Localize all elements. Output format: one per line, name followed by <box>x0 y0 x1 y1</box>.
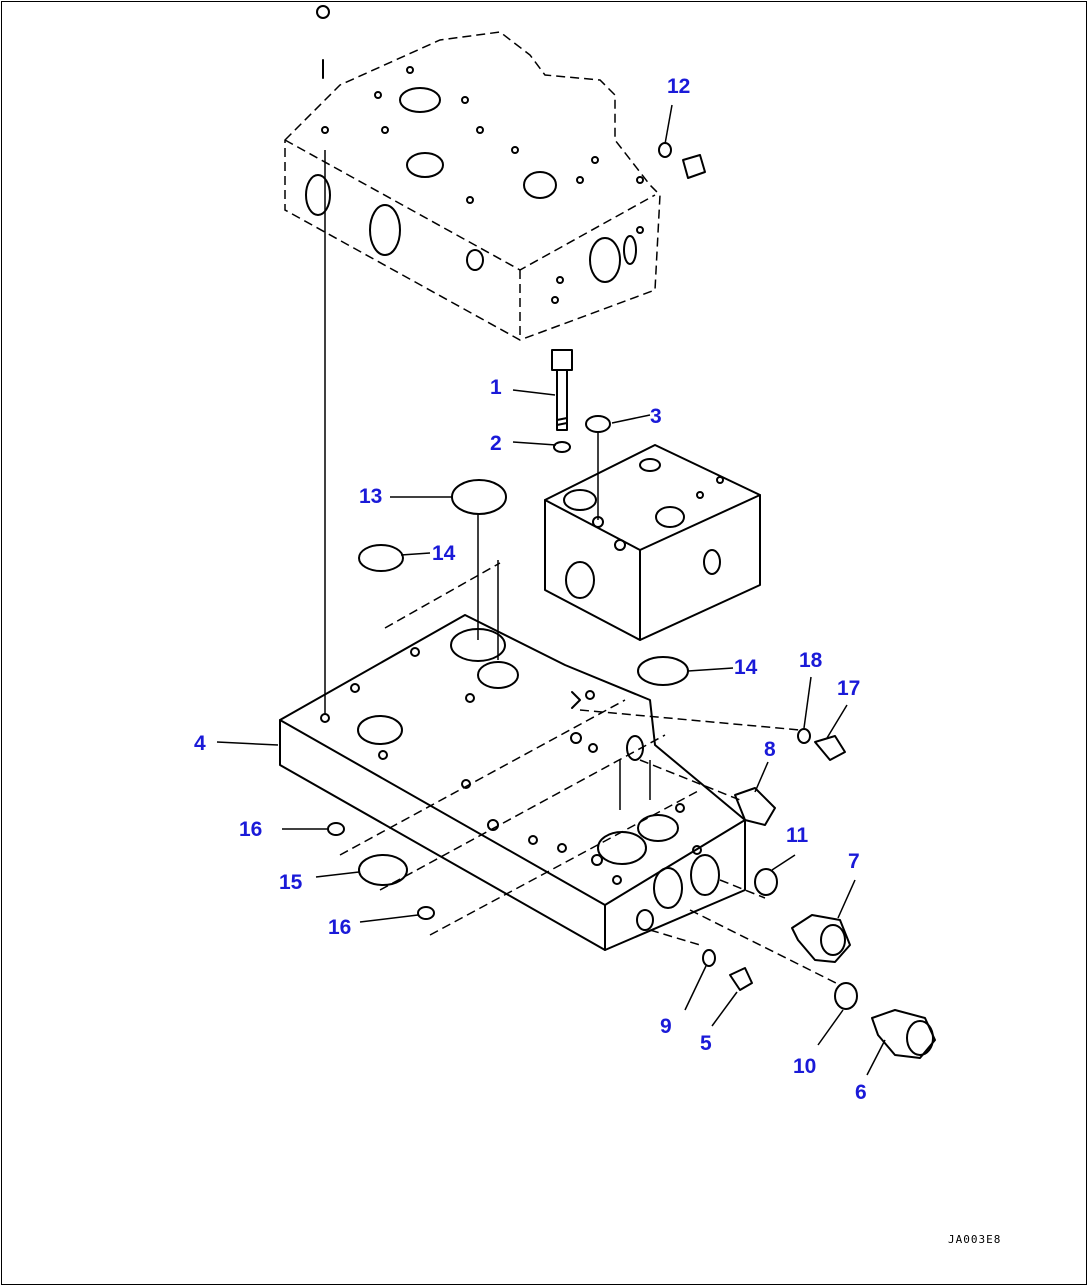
callout-5: 5 <box>700 1032 712 1055</box>
plug-17 <box>814 735 846 761</box>
callout-18: 18 <box>799 649 823 672</box>
top-bolt <box>316 5 330 715</box>
upper-valve-block <box>284 31 661 341</box>
o-ring-11 <box>754 868 778 896</box>
callout-13: 13 <box>359 485 383 508</box>
callout-12: 12 <box>667 75 691 98</box>
callout-8: 8 <box>764 738 776 761</box>
drawing-code: JA003E8 <box>948 1233 1002 1246</box>
o-ring-18 <box>797 728 811 744</box>
construction-lines <box>339 562 841 986</box>
o-ring-9 <box>702 949 716 967</box>
bolt-1 <box>551 349 573 431</box>
callout-9: 9 <box>660 1015 672 1038</box>
o-ring-3 <box>585 415 611 433</box>
callout-14-right: 14 <box>734 656 758 679</box>
o-ring-15 <box>358 854 408 886</box>
plug-12 <box>658 142 706 179</box>
o-ring-13 <box>451 479 507 515</box>
callout-1: 1 <box>490 376 502 399</box>
callout-17: 17 <box>837 677 861 700</box>
o-ring-14-left <box>358 544 404 572</box>
plug-8 <box>734 787 776 826</box>
plug-5 <box>729 967 753 991</box>
o-ring-16-bottom <box>417 906 435 920</box>
callout-10: 10 <box>793 1055 817 1078</box>
o-ring-16-top <box>327 822 345 836</box>
washer-2 <box>553 441 571 453</box>
callout-7: 7 <box>848 850 860 873</box>
callout-3: 3 <box>650 405 662 428</box>
plug-6 <box>871 1009 936 1059</box>
callout-6: 6 <box>855 1081 867 1104</box>
plug-7 <box>791 914 851 963</box>
middle-valve-block <box>544 444 761 641</box>
callout-4: 4 <box>194 732 206 755</box>
callout-15: 15 <box>279 871 303 894</box>
o-ring-10 <box>834 982 858 1010</box>
callout-16-top: 16 <box>239 818 263 841</box>
callout-16-bottom: 16 <box>328 916 352 939</box>
leader-lines <box>216 104 886 1076</box>
o-ring-14-right <box>637 656 689 686</box>
callout-11: 11 <box>786 824 809 847</box>
callout-14-left: 14 <box>432 542 456 565</box>
callout-2: 2 <box>490 432 502 455</box>
main-plate-4 <box>279 614 746 951</box>
